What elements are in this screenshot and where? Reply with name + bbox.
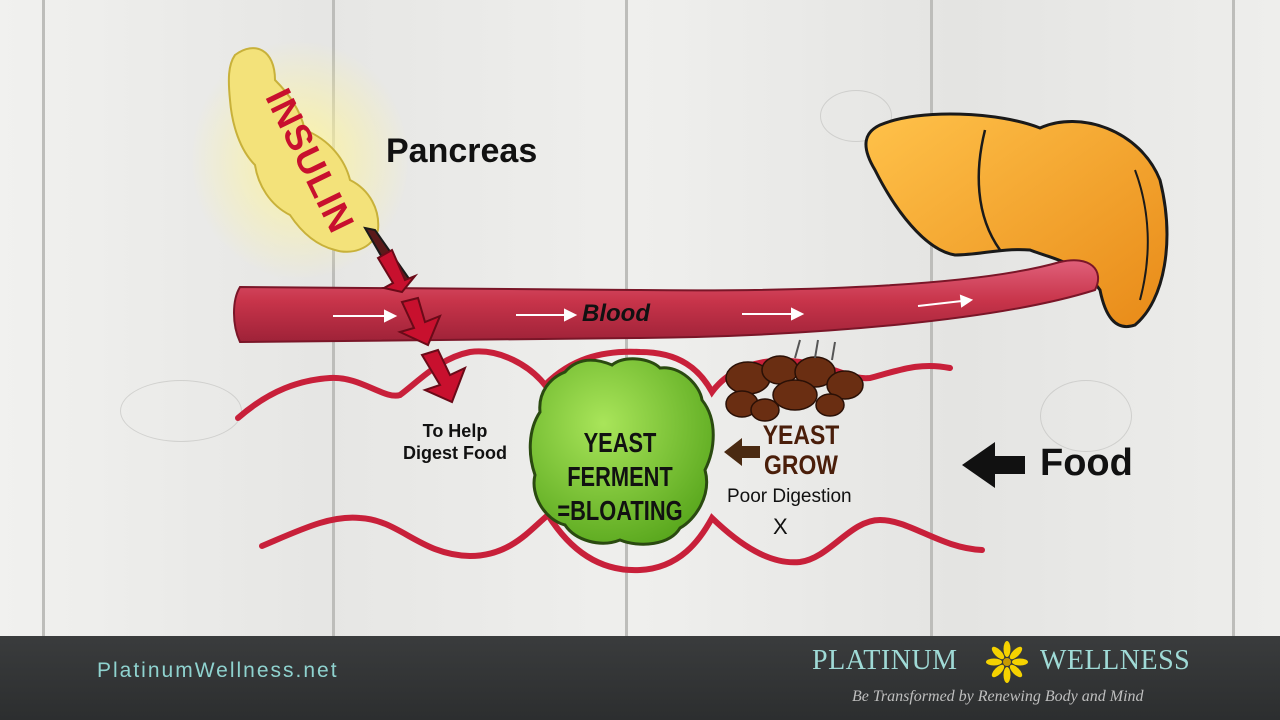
poor-digestion-label: Poor Digestion <box>727 486 852 507</box>
grow-line2: GROW <box>764 450 838 480</box>
wood-grain <box>820 90 892 142</box>
help-label-line1: To Help <box>422 421 488 441</box>
yeast-ferment-ball <box>528 357 715 546</box>
wood-grain <box>120 380 242 442</box>
brand-tagline: Be Transformed by Renewing Body and Mind <box>852 688 1144 705</box>
x-mark: X <box>773 514 788 539</box>
insulin-arrows <box>376 248 467 404</box>
food-label: Food <box>1040 442 1133 484</box>
ferment-label: YEAST FERMENT =BLOATING <box>550 426 690 528</box>
yeast-flow-arrow <box>724 438 760 466</box>
help-label-line2: Digest Food <box>403 443 507 463</box>
pancreas-label: Pancreas <box>386 132 538 170</box>
ferment-line1: YEAST FERMENT <box>567 427 673 492</box>
blood-vessel <box>233 259 1100 344</box>
grow-line1: YEAST <box>762 420 840 450</box>
site-url-link[interactable]: PlatinumWellness.net <box>97 659 339 682</box>
digestion-diagram <box>190 40 1169 574</box>
brand-name-left: PLATINUM <box>812 645 958 676</box>
brand-name-right: WELLNESS <box>1040 645 1191 676</box>
yeast-grow-label: YEAST GROW <box>763 420 840 480</box>
flower-logo-icon <box>986 641 1028 683</box>
yeast-growth-cluster <box>725 339 864 422</box>
help-label: To Help Digest Food <box>394 420 516 464</box>
blood-label: Blood <box>582 300 650 327</box>
wood-plank-seam <box>1232 0 1235 636</box>
ferment-line2: =BLOATING <box>557 495 683 526</box>
wood-plank-seam <box>42 0 45 636</box>
whiteboard-background: INSULIN Pancreas Blood To Help Digest Fo… <box>0 0 1280 636</box>
footer-bar <box>0 636 1280 720</box>
wood-grain <box>1040 380 1132 452</box>
food-direction-arrow <box>962 442 1025 488</box>
